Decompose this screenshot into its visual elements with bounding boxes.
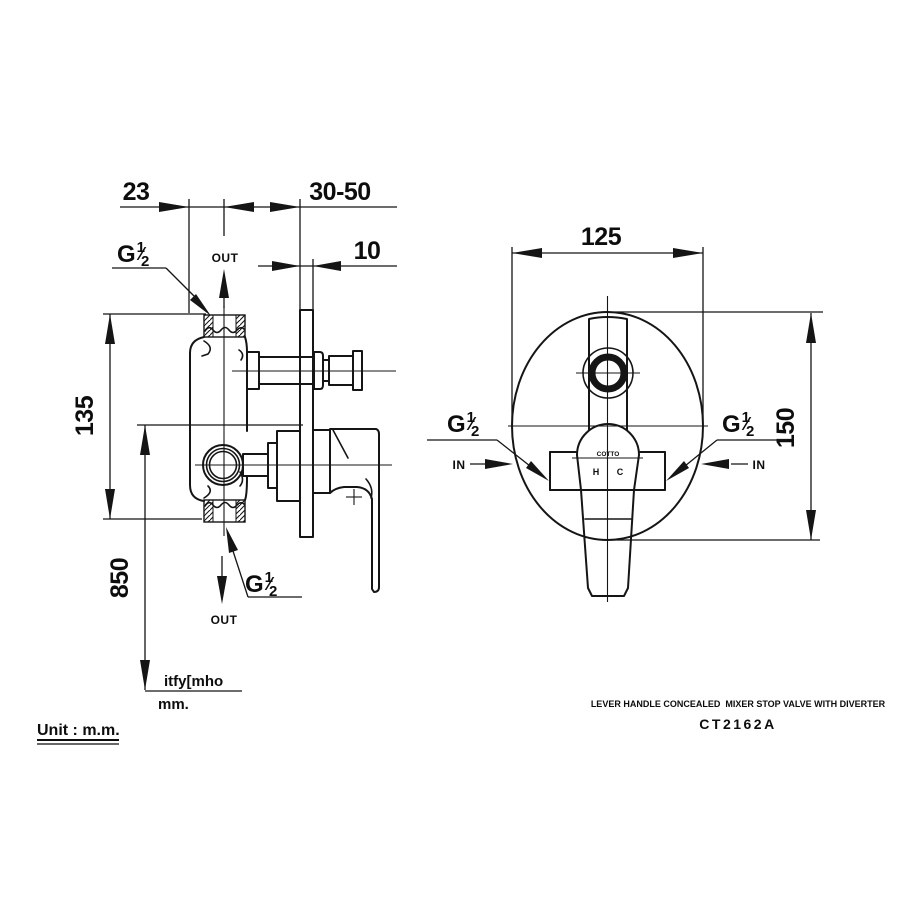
diverter-knob-front xyxy=(576,316,640,431)
valve-body-section xyxy=(189,306,396,593)
arrow-right-icon xyxy=(159,202,189,212)
arrow-up-icon xyxy=(806,313,816,343)
bottom-port xyxy=(203,499,246,523)
arrow-right-icon xyxy=(485,459,513,469)
out-label: OUT xyxy=(211,613,238,627)
side-view: 23 30-50 10 G1⁄2 OUT xyxy=(71,178,397,713)
dim-125: 125 xyxy=(581,223,622,251)
dim-150: 150 xyxy=(772,408,800,448)
in-label: IN xyxy=(753,458,766,472)
arrow-right-icon xyxy=(272,261,300,271)
model-number: CT2162A xyxy=(699,716,776,732)
out-top: OUT xyxy=(212,251,239,308)
out-label: OUT xyxy=(212,251,239,265)
dim-10: 10 xyxy=(354,237,381,265)
arrow-up-icon xyxy=(140,425,150,455)
g-half-text: G1⁄2 xyxy=(117,239,149,270)
in-label: IN xyxy=(453,458,466,472)
dim-10: 10 xyxy=(258,237,397,310)
arrow-down-icon xyxy=(105,489,115,519)
handle-front: COTTO H C xyxy=(549,423,666,597)
arrow-left-icon xyxy=(512,248,542,258)
dim-850: 850 xyxy=(106,558,134,598)
leader-arrow-icon xyxy=(526,461,549,481)
cartridge-stack xyxy=(242,430,301,502)
dim-850: 850 itfy[mho mm. xyxy=(106,424,303,713)
g-half-text: G1⁄2 xyxy=(245,569,277,600)
arrow-down-icon xyxy=(217,576,227,604)
g-half-label-top: G1⁄2 xyxy=(112,239,211,316)
body-left-face xyxy=(189,336,205,502)
dim-150: 150 xyxy=(607,311,823,541)
arrow-down-icon xyxy=(140,660,150,690)
footer: LEVER HANDLE CONCEALED MIXER STOP VALVE … xyxy=(37,699,886,745)
g-half-text: G1⁄2 xyxy=(722,409,754,440)
dim-125: 125 xyxy=(511,223,704,424)
out-bottom: OUT xyxy=(211,556,238,627)
dim-135: 135 xyxy=(71,313,206,520)
g-half-label-bottom: G1⁄2 xyxy=(226,527,302,600)
leader-arrow-icon xyxy=(226,527,238,553)
leader-arrow-icon xyxy=(190,294,211,316)
handle-side xyxy=(290,428,392,593)
leader-arrow-icon xyxy=(666,461,689,481)
dim-135: 135 xyxy=(71,395,99,436)
top-port xyxy=(203,314,246,338)
arrow-right-icon xyxy=(270,202,300,212)
arrow-left-icon xyxy=(224,202,254,212)
unit-note: Unit : m.m. xyxy=(37,722,120,739)
wall-plate-side xyxy=(299,309,314,538)
front-view: 125 150 xyxy=(427,223,823,602)
floor-unit-label: mm. xyxy=(158,696,189,713)
floor-label: itfy[mho xyxy=(164,673,223,690)
arrow-left-icon xyxy=(701,459,729,469)
arrow-down-icon xyxy=(806,510,816,540)
product-title: LEVER HANDLE CONCEALED MIXER STOP VALVE … xyxy=(591,699,886,709)
hot-marker: H xyxy=(593,467,600,477)
dim-23-3050: 23 30-50 xyxy=(120,178,397,313)
dim-30-50: 30-50 xyxy=(309,178,370,206)
arrow-up-icon xyxy=(105,314,115,344)
arrow-up-icon xyxy=(219,269,229,298)
dim-23: 23 xyxy=(123,178,150,206)
g-half-label-left: G1⁄2 IN xyxy=(427,409,549,481)
g-half-label-right: G1⁄2 IN xyxy=(666,409,788,481)
arrow-right-icon xyxy=(673,248,703,258)
arrow-left-icon xyxy=(313,261,341,271)
g-half-text: G1⁄2 xyxy=(447,409,479,440)
brand-logo-text: COTTO xyxy=(597,451,620,458)
cold-marker: C xyxy=(617,467,624,477)
